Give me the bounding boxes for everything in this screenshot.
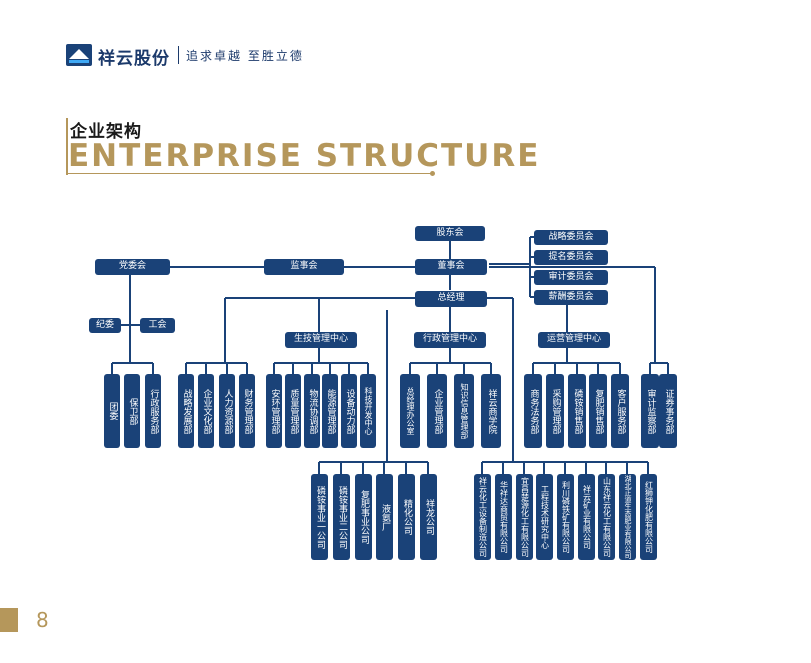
node-prod-unit: 精化公司 [398,474,415,560]
node-prod-dept: 安环管理部 [266,374,282,448]
node-prod-dept: 设备动力部 [341,374,357,448]
node-ops-dept: 磷铵销售部 [568,374,586,448]
page-number-bar [0,608,18,632]
title-underline-dot [430,171,435,176]
node-subsidiary: 宜昌楚源化工有限公司 [516,474,533,560]
node-ops-dept: 采购管理部 [546,374,564,448]
node-gm-dept: 财务管理部 [239,374,255,448]
node-committee: 审计委员会 [534,270,608,285]
node-committee: 战略委员会 [534,230,608,245]
node-union: 工会 [140,318,175,333]
node-shareholders: 股东会 [415,226,485,241]
node-prod-unit: 液氨厂 [376,474,393,560]
title-chinese: 企业架构 [70,122,142,142]
node-audit-dept: 审计监察部 [641,374,659,448]
node-subsidiary: 湖北正道生态肥业有限公司 [619,474,636,560]
node-center-ops: 运营管理中心 [538,332,610,348]
node-admin-dept: 企业管理部 [427,374,447,448]
node-party-dept: 团委 [104,374,120,448]
node-committee: 薪酬委员会 [534,290,608,305]
node-discipline: 纪委 [89,318,121,333]
node-prod-unit: 复肥事业公司 [355,474,372,560]
node-center-prod: 生技管理中心 [285,332,357,348]
node-ops-dept: 商务法务部 [524,374,542,448]
node-subsidiary: 山东祥云化工有限公司 [598,474,615,560]
page-number: 8 [36,608,49,632]
node-prod-dept: 质量管理部 [285,374,301,448]
node-admin-dept: 知识信息管理部 [454,374,474,448]
logo-icon [66,44,92,66]
node-party-dept: 保卫部 [124,374,140,448]
title-underline [66,173,432,174]
node-party: 党委会 [95,259,170,275]
node-gm: 总经理 [415,291,487,307]
node-prod-dept: 能源管理部 [322,374,338,448]
node-gm-dept: 企业文化部 [198,374,214,448]
node-ops-dept: 复肥销售部 [589,374,607,448]
node-audit-dept: 证券事务部 [659,374,677,448]
node-committee: 提名委员会 [534,250,608,265]
node-gm-dept: 人力资源部 [219,374,235,448]
node-admin-dept: 祥云商学院 [481,374,501,448]
node-prod-unit: 磷铵事业二公司 [333,474,350,560]
title-accent-bar [66,118,68,175]
node-prod-unit: 磷铵事业一公司 [311,474,328,560]
brand-name: 祥云股份 [98,49,170,69]
node-subsidiary: 祥云矿业有限公司 [578,474,595,560]
node-subsidiary: 红狮钾化肥有限公司 [640,474,657,560]
node-prod-dept: 物流协调部 [304,374,320,448]
node-prod-unit: 祥龙公司 [420,474,437,560]
node-subsidiary: 工程技术研究中心 [536,474,553,560]
node-party-dept: 行政服务部 [145,374,161,448]
slogan: 追求卓越 至胜立德 [186,49,304,63]
node-center-admin: 行政管理中心 [414,332,486,348]
node-subsidiary: 祥云化工设备制造公司 [474,474,491,560]
node-admin-dept: 总经理办公室 [400,374,420,448]
node-board: 董事会 [415,259,487,275]
brand-divider [178,46,179,64]
node-subsidiary: 利川磷铁矿有限公司 [557,474,574,560]
node-subsidiary: 华祥达商贸有限公司 [495,474,512,560]
title-english: ENTERPRISE STRUCTURE [68,138,541,174]
node-gm-dept: 战略发展部 [178,374,194,448]
node-supervisory: 监事会 [264,259,344,275]
node-ops-dept: 客户服务部 [611,374,629,448]
node-prod-dept: 科技开发中心 [360,374,376,448]
